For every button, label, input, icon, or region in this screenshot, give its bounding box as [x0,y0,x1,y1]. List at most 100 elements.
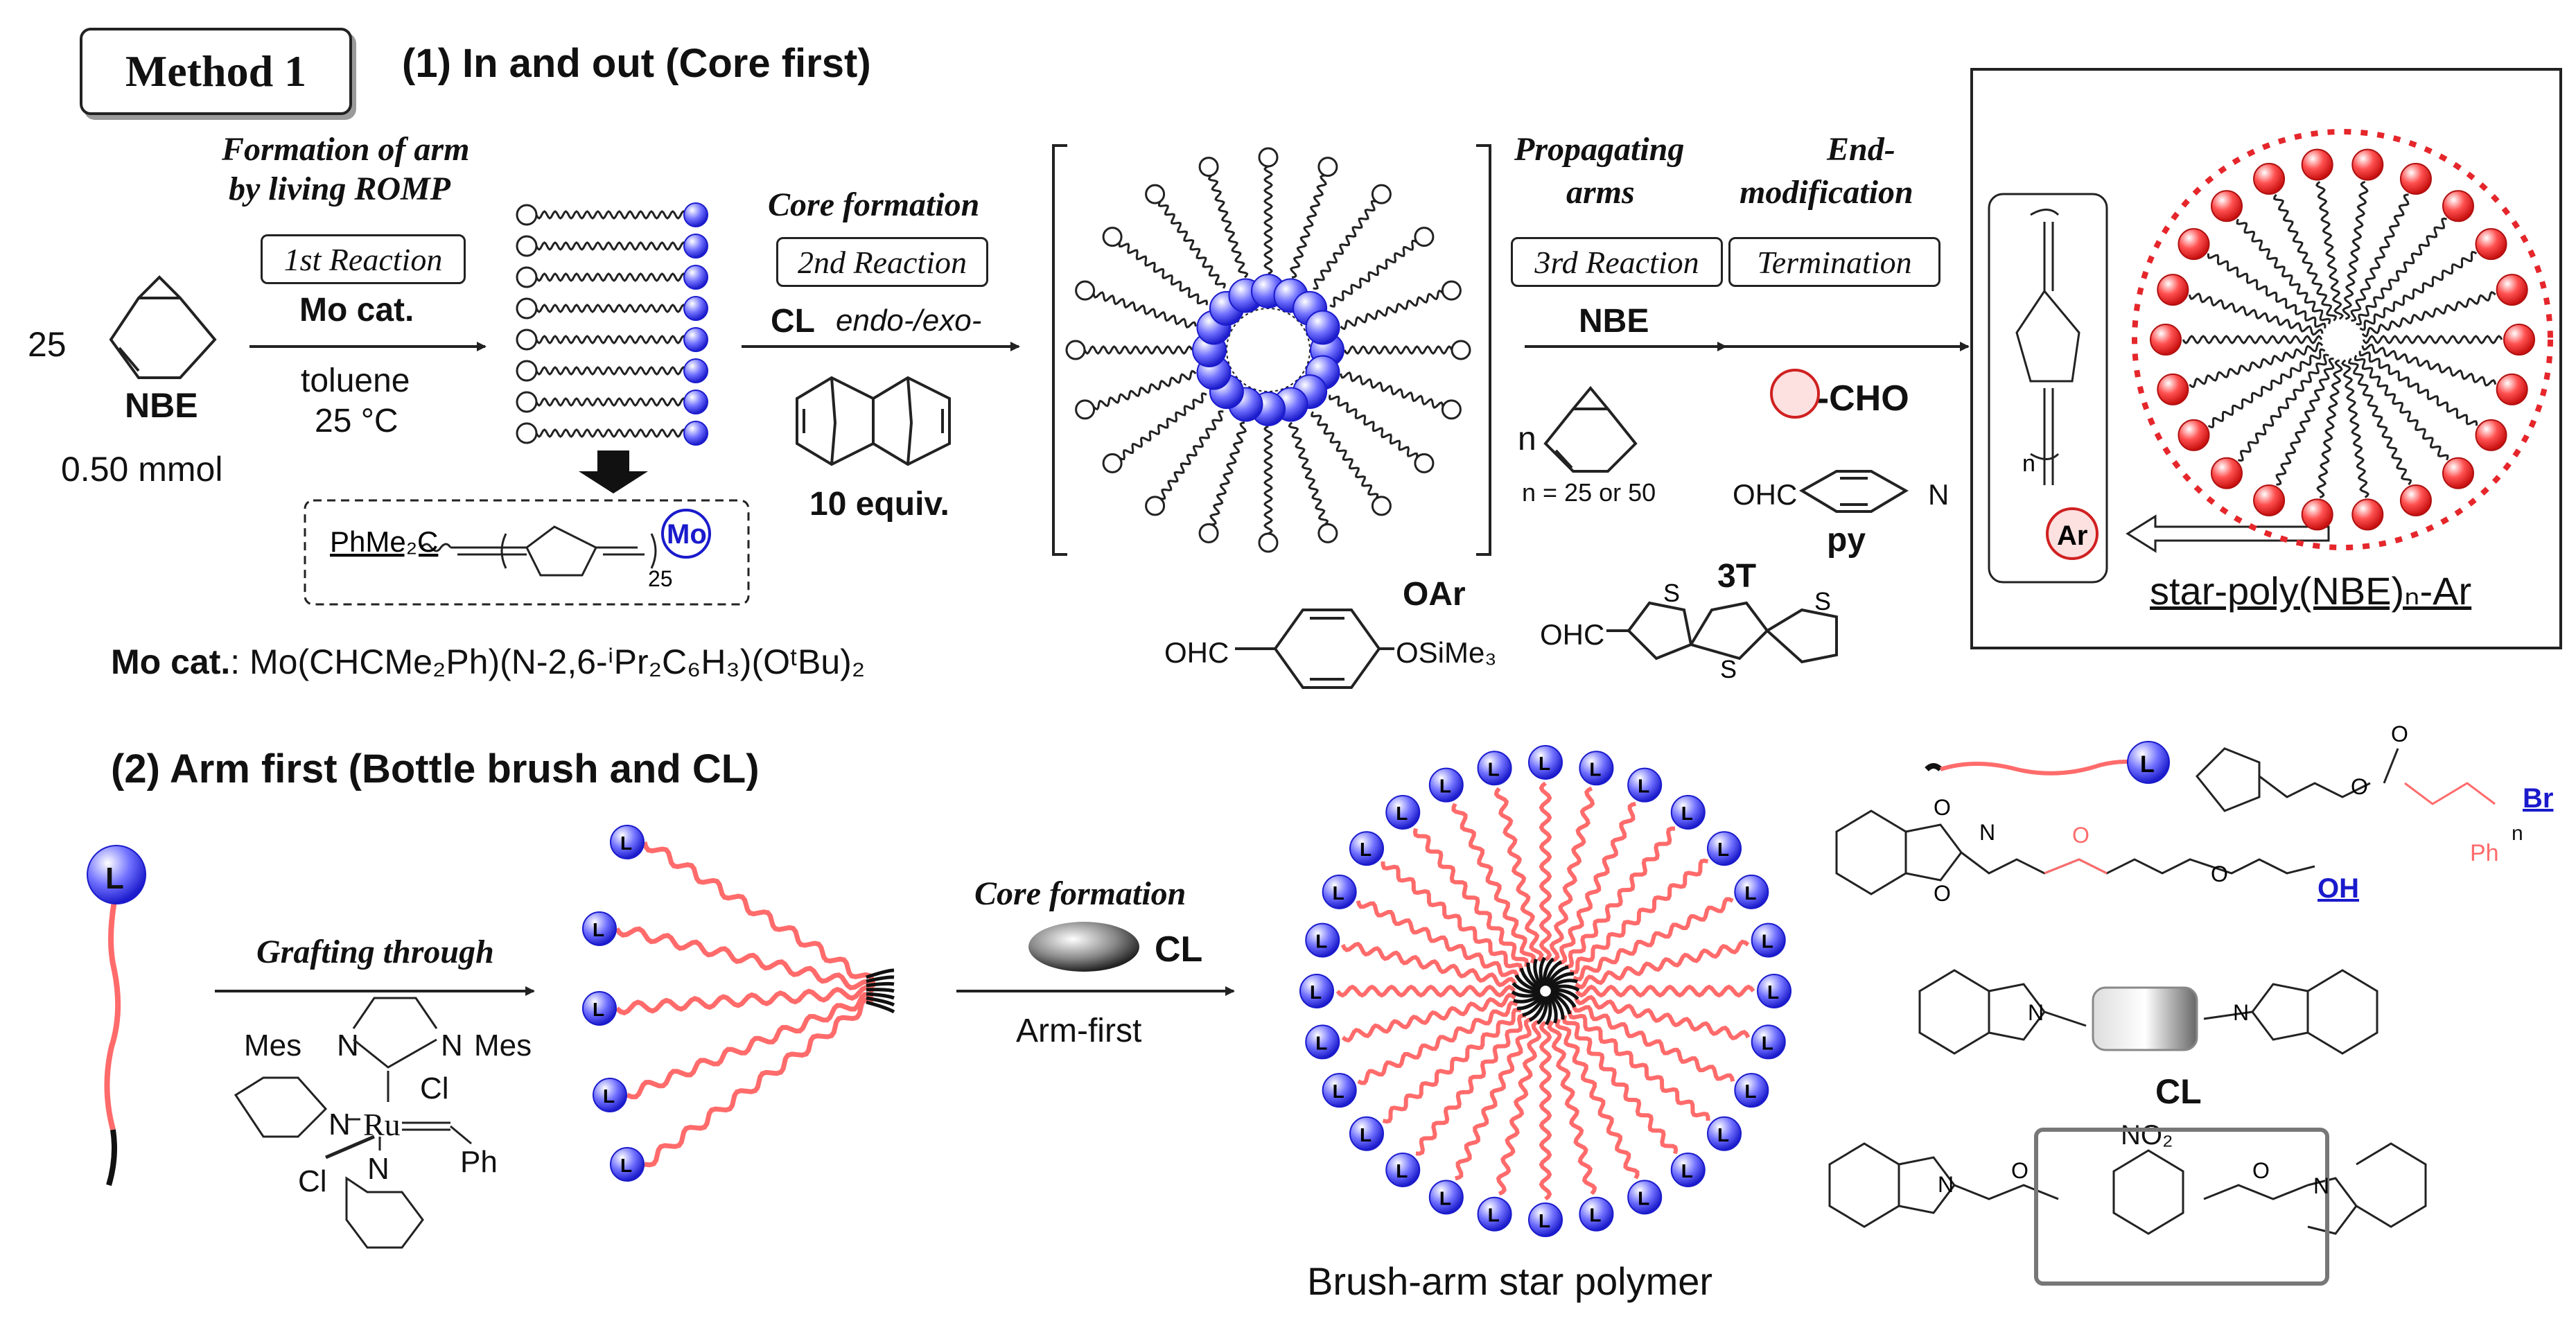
arm-mo-bead [683,265,708,290]
chain-struct-l: L [2140,751,2155,778]
red-star-arm [2238,353,2329,462]
brush-backbone [866,996,895,1007]
monomer-equiv: 25 [28,325,67,364]
atom-o-nitro-2: O [2252,1158,2270,1183]
bis-nb-cl-struct [1918,969,2378,1055]
red-star-arm [2341,359,2369,498]
mo-inset-structure [420,509,711,577]
first-reaction-box: 1st Reaction [261,234,466,284]
macromonomer-chain-struct: L [1925,741,2170,784]
star-l-label: L [1333,1080,1344,1102]
core-arm-end [1441,280,1462,301]
cl-bar [2092,986,2198,1051]
star-core-swirl [1536,996,1549,1025]
brush-backbone [866,968,895,979]
star-l-bead [1349,831,1384,866]
star-core-swirl [1548,979,1578,989]
star-brush-arm [1356,900,1520,979]
star-brush-arm [1455,1017,1533,1181]
n-repeat-label: n [1518,421,1536,457]
star-l-label: L [1638,1187,1649,1209]
arm-chain [535,304,687,313]
atom-o-2: O [1934,881,1951,906]
nitrobenzyl-box [2034,1128,2329,1286]
atom-n-cl-right: N [2233,1000,2249,1025]
red-star-arm [2361,290,2496,338]
bis-nb-nitro-struct [1828,1142,2427,1235]
red-star-arm [2342,180,2369,320]
red-star-bead [2157,373,2189,405]
star-l-label: L [1589,758,1601,780]
ar-cho-cho: -CHO [1816,378,1909,419]
star-brush-arm [1568,1010,1710,1121]
ph-sub: Ph [2470,840,2499,866]
red-star-bead [2442,190,2474,222]
product2-label: Brush-arm star polymer [1307,1259,1713,1303]
brush-arm [644,997,874,1168]
core-arm [1328,394,1419,458]
core-arm-end [1102,227,1123,247]
red-star-arm [2275,357,2335,486]
star-l-bead [1322,874,1357,909]
macromonomer: L [87,845,146,1187]
brush-backbone [866,975,895,983]
star-l-bead [1299,974,1334,1008]
arm-chain [535,397,687,407]
red-star-arm [2316,359,2343,499]
star-brush-arm [1357,1001,1518,1085]
core-blue-bead [1305,310,1340,345]
arm-chain [535,241,687,251]
red-star-bead [2301,148,2333,181]
core-arm [1160,410,1224,500]
grubbs-ph: Ph [460,1145,498,1179]
star-brush-arm [1340,941,1517,988]
section1-title: (1) In and out (Core first) [402,41,871,86]
core-arm [1158,200,1226,289]
second-reaction-label: 2nd Reaction [798,244,967,280]
arms-with-mo [516,202,708,446]
star-core-swirl [1549,992,1565,1020]
core-arm-end [1258,147,1279,168]
star-l-label: L [1315,1032,1327,1053]
s-atom-3: S [1814,587,1831,615]
core-arm [1119,392,1207,460]
star-brush-arm [1558,801,1636,965]
mes-left: Mes [244,1029,302,1062]
grubbs-cl1: Cl [420,1071,449,1105]
star-core-swirl [1550,988,1579,1001]
mo-cat-footnote: Mo cat.: Mo(CHCMe₂Ph)(N-2,6-ⁱPr₂C₆H₃)(Oᵗ… [111,642,865,682]
star-l-label: L [1539,753,1550,774]
brush-l-bead [610,1147,645,1182]
atom-o-ether: O [2211,861,2228,886]
red-star-arm [2315,181,2344,320]
star-l-label: L [1539,1210,1550,1232]
atom-o-ketone: O [2072,823,2089,848]
star-l-bead [1385,1153,1421,1188]
brush-backbone [866,981,895,988]
star-core-swirl [1516,995,1544,1010]
red-star-bead [2399,484,2432,516]
star-l-bead [1322,1073,1357,1108]
arm-chain [535,210,687,220]
star-core-swirl [1550,990,1572,1015]
red-star-arm [2356,217,2447,326]
arm-mo-bead [683,234,708,259]
atom-n-1: N [1979,820,1995,845]
arm-mo-bead [683,327,708,352]
atom-n-cl-left: N [2028,1000,2044,1025]
core-arm-end [1317,157,1338,177]
arm-open-end [516,422,538,444]
red-star-arm [2236,218,2331,324]
core-arm-end [1414,453,1435,473]
star-l-bead [1734,874,1769,909]
arm-mo-bead [683,358,708,383]
red-star-arm [2361,343,2497,387]
star-l-bead [1305,1024,1340,1060]
star-l-label: L [1488,1205,1500,1226]
star-brush-arm [1572,897,1734,981]
monomer-name: NBE [125,386,198,425]
brush-arm [642,841,876,985]
arm-open-end [516,360,538,382]
core-arm-end [1198,523,1219,543]
star-brush-arm [1561,1015,1679,1155]
